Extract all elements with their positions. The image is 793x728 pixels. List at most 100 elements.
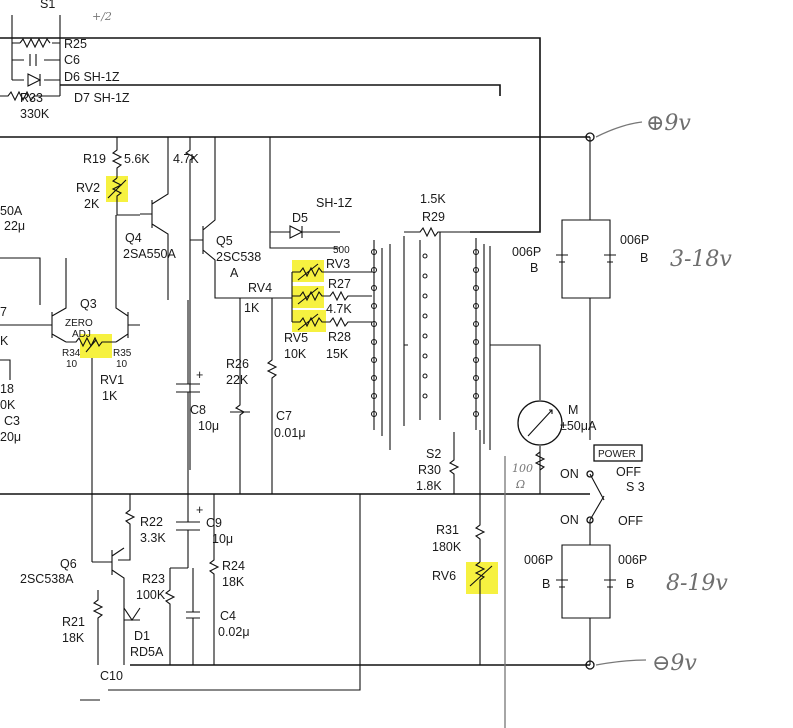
battery-top-b [604, 254, 616, 263]
left-c3: C3 [4, 414, 20, 428]
bat2-b-label: 006P [618, 553, 647, 567]
r30-label: R30 [418, 463, 441, 477]
r22-resistor [118, 494, 136, 561]
rv1-value: 1K [102, 389, 118, 403]
q6-type: 2SC538A [20, 572, 74, 586]
r29-resistor [404, 226, 470, 238]
r28-value: 15K [326, 347, 349, 361]
left-k: K [0, 334, 9, 348]
r24-resistor [208, 494, 220, 665]
c4-label: C4 [220, 609, 236, 623]
r26-label: R26 [226, 357, 249, 371]
s3-contact-2 [586, 516, 594, 524]
r25-network [11, 15, 61, 96]
r100-resistor [534, 451, 546, 471]
rv6-label: RV6 [432, 569, 456, 583]
r23-label: R23 [142, 572, 165, 586]
r22-value: 3.3K [140, 531, 166, 545]
r24-label: R24 [222, 559, 245, 573]
q3-left-wire [0, 324, 30, 380]
r29-label: R29 [422, 210, 445, 224]
d1-label: D1 [134, 629, 150, 643]
d5-parallel [269, 137, 340, 249]
on2-label: ON [560, 513, 579, 527]
rv5-value: 10K [284, 347, 307, 361]
second-feedback-wire [60, 84, 501, 96]
meter-label: M [568, 403, 578, 417]
s3-label: S 3 [626, 480, 645, 494]
s1-label: S1 [40, 0, 55, 11]
c8-plus: + [196, 368, 203, 382]
r-1k5-label: 1.5K [420, 192, 446, 206]
q4-type: 2SA550A [123, 247, 176, 261]
d6-label: D6 SH-1Z [64, 70, 120, 84]
r26-value: 22K [226, 373, 249, 387]
r31-value: 180K [432, 540, 462, 554]
rv3-highlight [292, 260, 324, 282]
power-switch-box [593, 444, 643, 462]
rv5-resistor [292, 313, 372, 331]
rv3-label: RV3 [326, 257, 350, 271]
left-22u: 22μ [4, 219, 25, 233]
meter-needle [527, 409, 553, 437]
rv2-resistor [107, 177, 140, 216]
d1-diode [123, 607, 141, 621]
r500-label: 500 [333, 245, 350, 256]
c10-label: C10 [100, 669, 123, 683]
rv6-resistor [469, 561, 493, 665]
d7-label: D7 SH-1Z [74, 91, 130, 105]
r23-resistor [164, 567, 188, 665]
rv1-network [66, 336, 116, 494]
q5-label: Q5 [216, 234, 233, 248]
r33-zigzag [0, 90, 60, 102]
r-4k7-top [184, 137, 196, 470]
d5-label: D5 [292, 211, 308, 225]
r19-resistor [111, 137, 123, 178]
plus-terminal [585, 132, 595, 142]
r-4k7-top-label: 4.7K [173, 152, 199, 166]
c9-plus: + [196, 503, 203, 517]
plus9-pointer [595, 121, 643, 138]
c4-capacitor [186, 568, 200, 665]
r35-label: R35 [113, 348, 132, 359]
r23-value: 100K [136, 588, 166, 602]
left-20u: 20μ [0, 430, 21, 444]
d5-type: SH-1Z [316, 196, 352, 210]
rv4-label: RV4 [248, 281, 272, 295]
rv1-highlight [80, 334, 112, 358]
c6-label: C6 [64, 53, 80, 67]
r26-resistor [230, 298, 250, 494]
q5-type: 2SC538 [216, 250, 261, 264]
r21-label: R21 [62, 615, 85, 629]
q4-transistor [140, 137, 169, 300]
top-note: +/2 [92, 10, 112, 23]
r25-label: R25 [64, 37, 87, 51]
rv2-value: 2K [84, 197, 100, 211]
zero-label: ZERO [65, 318, 93, 329]
range-switch-s2 [371, 232, 491, 450]
q3-left-transistor [0, 257, 67, 343]
off1-label: OFF [616, 465, 641, 479]
left-0k: 0K [0, 398, 16, 412]
r33-value: 330K [20, 107, 50, 121]
battery-bottom-a [556, 579, 568, 588]
r19-label: R19 [83, 152, 106, 166]
r31-resistor [474, 430, 486, 562]
d1-type: RD5A [130, 645, 164, 659]
r27-value: 4.7K [326, 302, 352, 316]
rv-bus [270, 272, 293, 322]
r33-label: R33 [20, 91, 43, 105]
c4-value: 0.02μ [218, 625, 250, 639]
q5-transistor [190, 137, 270, 299]
bat2-a-sub: B [542, 577, 550, 591]
r35-value: 10 [116, 359, 128, 370]
left-18: 18 [0, 382, 14, 396]
bat1-b-label: 006P [620, 233, 649, 247]
c8-capacitor [176, 300, 200, 494]
adj-label: ADJ [72, 329, 91, 340]
c8-label: C8 [190, 403, 206, 417]
q6-transistor [91, 494, 125, 665]
rv1-label: RV1 [100, 373, 124, 387]
top-feedback-wire [0, 37, 541, 233]
